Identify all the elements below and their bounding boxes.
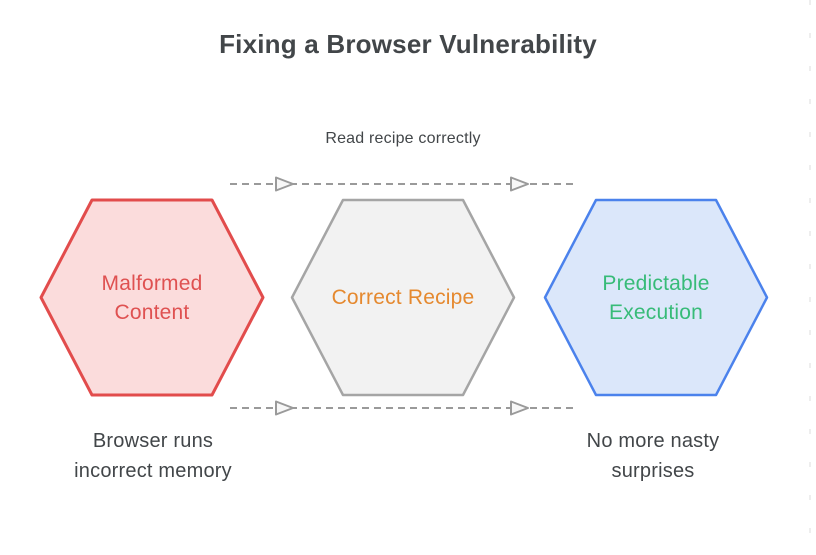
hexagon-malformed-content — [39, 198, 265, 397]
node-label-text: Malformed Content — [101, 271, 203, 324]
top-arrow-arrowhead-1 — [275, 176, 294, 192]
top-arrow-arrowhead-2 — [510, 176, 529, 192]
bottom-arrow-arrowhead-2 — [510, 400, 529, 416]
bottom-arrow-arrowhead-1 — [275, 400, 294, 416]
diagram-title: Fixing a Browser Vulnerability — [219, 29, 597, 59]
hexagon-predictable-execution — [543, 198, 769, 397]
node-label-text: Correct Recipe — [331, 286, 475, 309]
node-label-malformed-content: Malformed Content — [41, 200, 263, 395]
caption-browser-runs-incorrect-memory: Browser runs incorrect memory — [74, 430, 232, 482]
node-label-correct-recipe: Correct Recipe — [292, 200, 514, 395]
caption-no-more-nasty-surprises: No more nasty surprises — [586, 430, 720, 482]
node-label-predictable-execution: Predictable Execution — [545, 200, 767, 395]
top-arrow-label: Read recipe correctly — [325, 130, 481, 147]
hexagon-correct-recipe — [290, 198, 516, 397]
node-label-text: Predictable Execution — [602, 271, 710, 324]
